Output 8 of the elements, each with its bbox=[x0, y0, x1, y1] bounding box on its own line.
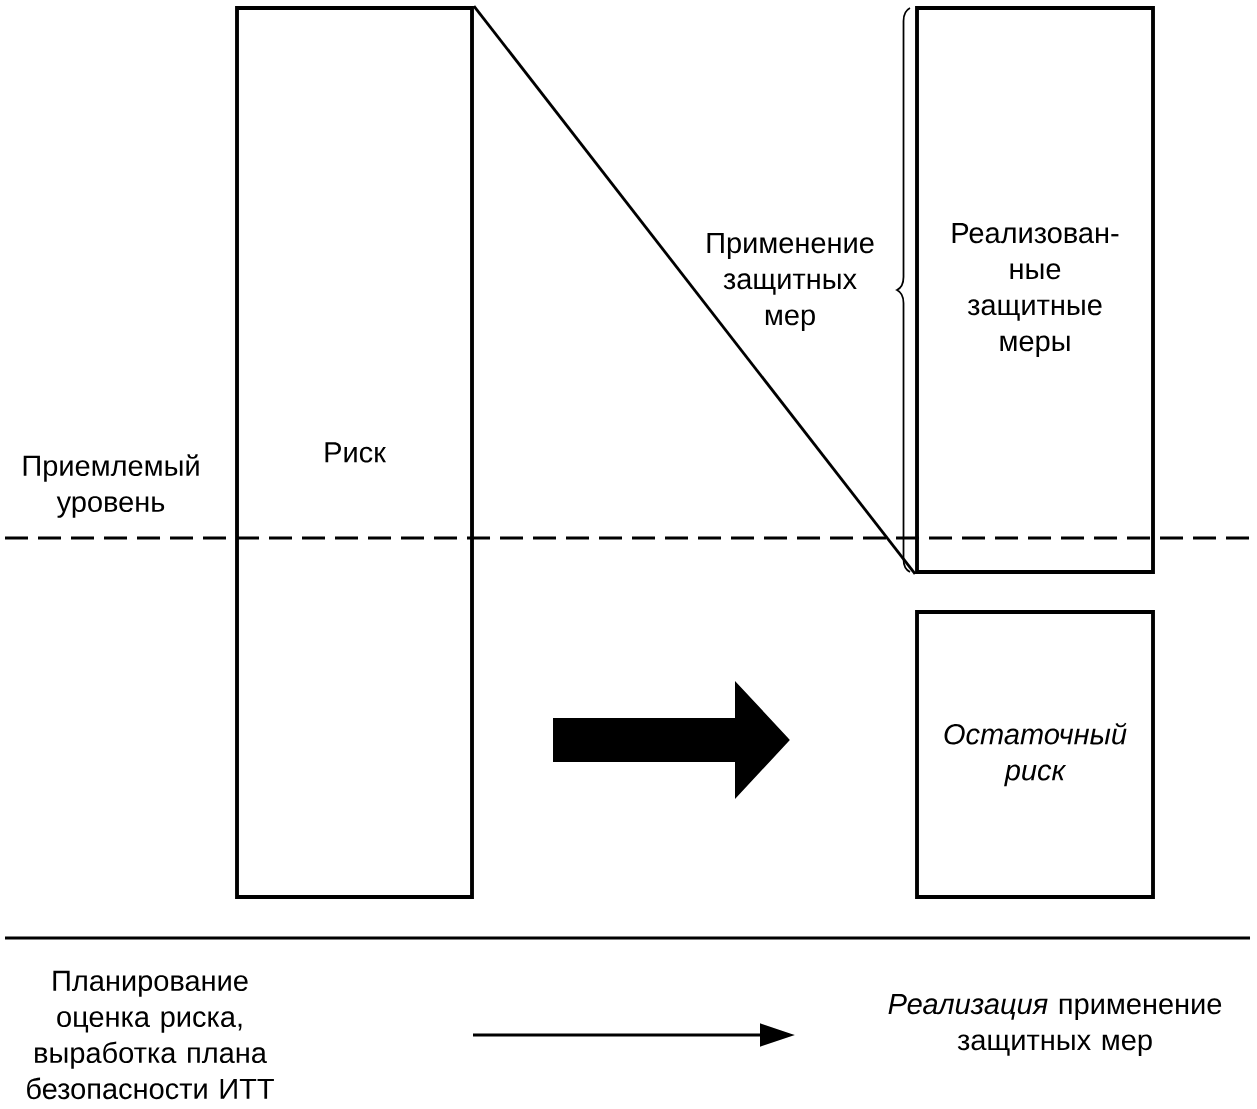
diagonal-line bbox=[472, 5, 917, 575]
brace-label: Применение защитных мер bbox=[707, 233, 874, 331]
risk-box: Риск bbox=[235, 6, 474, 899]
residual-risk-box: Остаточный риск bbox=[915, 610, 1155, 899]
stage-text: Реализация применение защитных мер bbox=[888, 994, 1222, 1056]
level-label: Приемлемый уровень bbox=[23, 454, 199, 518]
stage-text: Планирование оценка риска, выработка плана безопасности ИТТ bbox=[27, 970, 274, 1100]
measures-box: Реализован- ные защитные меры bbox=[915, 6, 1155, 574]
